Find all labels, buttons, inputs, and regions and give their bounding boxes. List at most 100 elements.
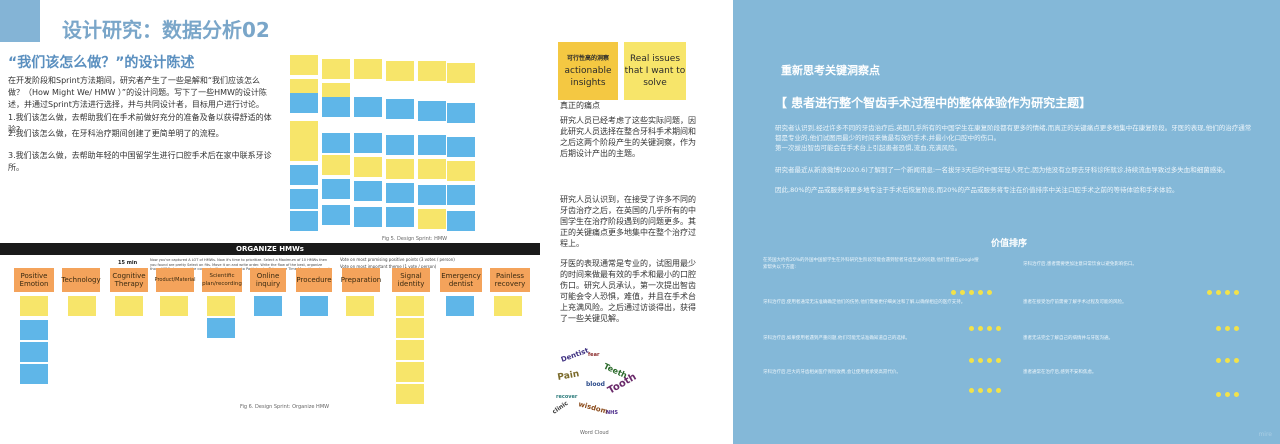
vote-instruction-1: Vote on most promising positive points (… bbox=[340, 257, 455, 262]
category-technology: Technology bbox=[61, 268, 101, 292]
sticky-note bbox=[447, 137, 475, 157]
intro-paragraph: 在开发阶段和Sprint方法期间，研究者产生了一些是解和“我们应该怎么做？（Ho… bbox=[8, 76, 267, 109]
value-item-7: 患者无法完全了解自己的病情并与牙医沟通。 bbox=[1023, 336, 1113, 341]
sticky-note bbox=[447, 185, 475, 205]
sticky-note bbox=[207, 318, 235, 338]
figure-5-caption: Fig 5. Design Sprint: HMW bbox=[382, 236, 448, 242]
actionable-insights-card: 可行性高的洞察 actionable insights bbox=[558, 42, 618, 100]
sticky-note bbox=[115, 296, 143, 316]
rethink-paragraph-2b: 因此,80%的产品或服务将更多地专注于手术后恢复阶段,而20%的产品或服务将专注… bbox=[775, 186, 1179, 194]
sticky-note bbox=[290, 211, 318, 231]
insight-paragraph-2: 研究人员认识到，在接受了许多不同的牙齿治疗之后，在英国的几乎所有的中国学生在治疗… bbox=[560, 195, 696, 248]
right-page: 重新思考关键洞察点 【 患者进行整个智齿手术过程中的整体体验作为研究主题】 研究… bbox=[733, 0, 1280, 444]
timer-label: 15 min bbox=[118, 260, 138, 266]
category-cognitive-therapy: Cognitive Therapy bbox=[110, 268, 148, 292]
hmw-sticky-wall bbox=[285, 55, 475, 235]
sticky-note bbox=[160, 296, 188, 316]
sticky-note bbox=[418, 61, 446, 81]
sticky-note bbox=[207, 296, 235, 316]
sticky-note bbox=[322, 133, 350, 153]
category-procedure: Procedure bbox=[296, 268, 332, 292]
sticky-note bbox=[20, 342, 48, 362]
hmw-statement-1: 1.我们该怎么做，去帮助我们在手术前做好充分的准备及备以获得舒适的体验? bbox=[8, 113, 272, 134]
sticky-note bbox=[290, 93, 318, 113]
sticky-note bbox=[290, 121, 318, 141]
sticky-note bbox=[418, 159, 446, 179]
svg-text:recover: recover bbox=[556, 394, 578, 400]
sticky-note bbox=[447, 63, 475, 83]
sticky-note bbox=[494, 296, 522, 316]
category-product-material: Product/Material bbox=[155, 268, 196, 292]
rating-dots bbox=[1207, 290, 1239, 295]
sticky-note bbox=[354, 59, 382, 79]
sticky-note bbox=[446, 296, 474, 316]
sticky-note bbox=[396, 318, 424, 338]
sticky-note bbox=[290, 165, 318, 185]
rating-dots bbox=[951, 290, 992, 295]
value-ranking-title: 价值排序 bbox=[991, 239, 1028, 249]
sticky-note bbox=[322, 179, 350, 199]
sticky-note bbox=[396, 296, 424, 316]
sticky-note bbox=[418, 185, 446, 205]
rethink-paragraph-1b: 第一次拔出智齿可能会在手术台上引起患者恐惧,流血,充满风险。 bbox=[775, 144, 962, 152]
sticky-note bbox=[396, 362, 424, 382]
rethink-paragraph-2: 研究者最近从新浪微博(2020.6)了解到了一个新闻讯息:一名拔牙3天后的中国年… bbox=[775, 166, 1230, 174]
sticky-note bbox=[386, 99, 414, 119]
actionable-insights-cn: 可行性高的洞察 bbox=[566, 55, 609, 62]
figure-6-caption: Fig 6. Design Sprint: Organize HMW bbox=[240, 404, 330, 410]
sticky-note bbox=[20, 364, 48, 384]
sticky-note bbox=[300, 296, 328, 316]
sticky-note bbox=[68, 296, 96, 316]
sticky-note bbox=[290, 189, 318, 209]
rethink-title: 重新思考关键洞察点 bbox=[781, 64, 880, 77]
sticky-note bbox=[354, 97, 382, 117]
value-item-6: 患者在接受治疗前需要了解手术过程及可能的风险。 bbox=[1023, 300, 1127, 305]
sticky-note bbox=[396, 384, 424, 404]
hmw-statement-2: 2.我们该怎么做，在牙科治疗期间创建了更简单明了的流程。 bbox=[8, 129, 224, 138]
left-page: 设计研究：数据分析02 “我们该怎么做？”的设计陈述 在开发阶段和Sprint方… bbox=[0, 0, 696, 436]
sticky-note bbox=[322, 59, 350, 79]
sticky-note bbox=[322, 155, 350, 175]
sticky-note bbox=[447, 161, 475, 181]
sticky-note bbox=[354, 157, 382, 177]
real-issues-cn-label: 真正的痛点 bbox=[560, 101, 600, 110]
sticky-note bbox=[447, 211, 475, 231]
sticky-note bbox=[290, 55, 318, 75]
sticky-note bbox=[354, 133, 382, 153]
rating-dots bbox=[969, 358, 1001, 363]
word-cloud-image: Dentist fear Teeth Pain blood Tooth reco… bbox=[548, 342, 643, 427]
category-online-inquiry: Online inquiry bbox=[250, 268, 286, 292]
sticky-note bbox=[254, 296, 282, 316]
svg-text:Pain: Pain bbox=[557, 369, 580, 383]
value-item-8: 患者通常在治疗后,感到不安和焦虑。 bbox=[1023, 370, 1097, 375]
category-painless-recovery: Painless recovery bbox=[490, 268, 530, 292]
value-item-5: 牙科治疗后,患者需要更加注意日常饮食以避免影响伤口。 bbox=[1023, 262, 1137, 267]
svg-text:blood: blood bbox=[586, 381, 605, 388]
rating-dots bbox=[1216, 358, 1239, 363]
rating-dots bbox=[969, 388, 1001, 393]
rating-dots bbox=[1216, 326, 1239, 331]
sticky-note bbox=[396, 340, 424, 360]
svg-text:fear: fear bbox=[588, 352, 600, 358]
sticky-note bbox=[447, 103, 475, 123]
rating-dots bbox=[969, 326, 1001, 331]
vote-instruction-2: Vote on most important theme (1 vote / p… bbox=[340, 264, 437, 269]
rating-dots bbox=[1216, 392, 1239, 397]
research-theme-highlight: 【 患者进行整个智齿手术过程中的整体体验作为研究主题】 bbox=[775, 96, 1092, 110]
category-positive-emotion: Positive Emotion bbox=[14, 268, 54, 292]
sticky-note bbox=[20, 296, 48, 316]
page-title: 设计研究：数据分析02 bbox=[62, 18, 270, 42]
svg-text:NHS: NHS bbox=[606, 410, 618, 416]
sticky-note bbox=[346, 296, 374, 316]
actionable-insights-en: actionable insights bbox=[564, 66, 612, 88]
sticky-note bbox=[386, 61, 414, 81]
rethink-paragraph-1: 研究者认识到,经过许多不同的牙齿治疗后,英国几乎所有的中国学生在康复阶段都有更多… bbox=[775, 124, 1252, 142]
category-signal-identity: Signal identity bbox=[392, 268, 430, 292]
sticky-note bbox=[418, 101, 446, 121]
sticky-note bbox=[354, 181, 382, 201]
title-accent-bar bbox=[0, 0, 40, 42]
sticky-note bbox=[386, 135, 414, 155]
word-cloud-caption: Word Cloud bbox=[580, 430, 609, 436]
category-preparation: Preparation bbox=[341, 268, 381, 292]
sticky-note bbox=[418, 209, 446, 229]
